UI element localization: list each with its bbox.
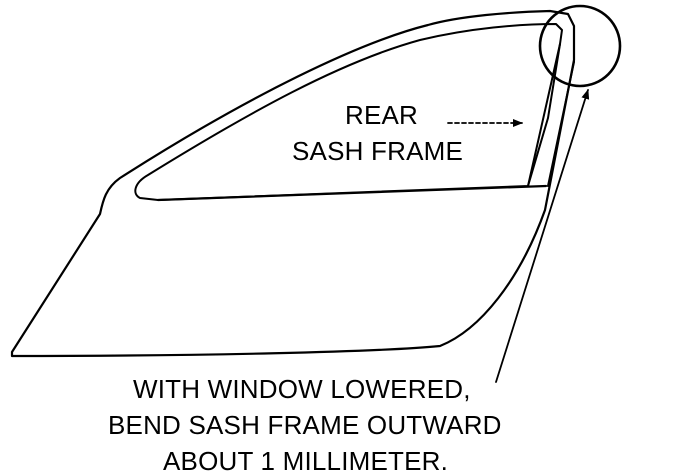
instruction-leader-line <box>495 89 590 383</box>
door-outer-outline <box>10 9 576 358</box>
rear-sash-frame-label: REAR SASH FRAME <box>292 100 463 166</box>
rear-sash-frame-outer <box>547 29 575 187</box>
detail-circle <box>538 4 622 88</box>
rear-sash-frame-label-line-2: SASH FRAME <box>292 136 463 166</box>
instruction-label-line-2: BEND SASH FRAME OUTWARD <box>108 410 502 440</box>
rear-sash-frame-inner <box>527 43 561 187</box>
rear-sash-frame-label-line-1: REAR <box>345 100 418 130</box>
belt-line <box>156 184 548 202</box>
instruction-label-line-3: ABOUT 1 MILLIMETER. <box>163 446 448 476</box>
instruction-label: WITH WINDOW LOWERED, BEND SASH FRAME OUT… <box>108 374 509 476</box>
window-frame-inner-outline <box>134 23 563 201</box>
instruction-label-line-1: WITH WINDOW LOWERED, <box>133 374 471 404</box>
